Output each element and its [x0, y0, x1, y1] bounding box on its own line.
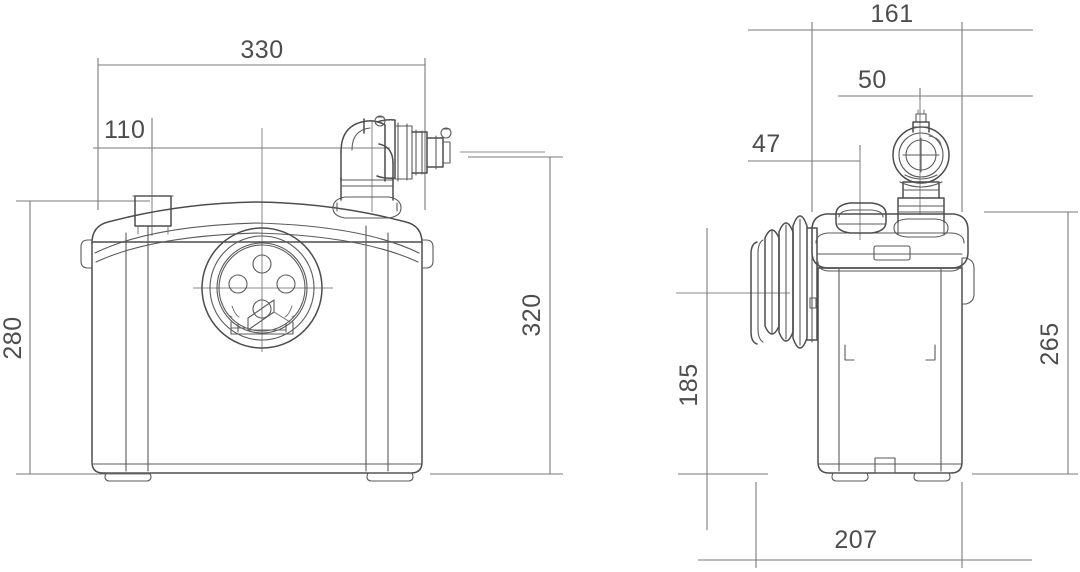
side-view-group: 161 50 47 185 265: [675, 0, 1078, 568]
dimension-207-label: 207: [834, 526, 877, 554]
dimension-161-label: 161: [870, 0, 913, 28]
dimension-320-label: 320: [518, 293, 546, 336]
dimension-330-label: 330: [240, 36, 283, 64]
front-housing: [80, 201, 434, 482]
dimension-110: 110: [93, 116, 390, 235]
vent-spigot-front: [132, 195, 174, 235]
dimension-185-label: 185: [675, 363, 703, 406]
dimension-47: 47: [748, 130, 861, 215]
dimension-185: 185: [675, 228, 768, 530]
side-housing: [811, 213, 975, 482]
dimension-280-label: 280: [0, 316, 27, 359]
dimension-161: 161: [748, 0, 1033, 212]
dimension-110-label: 110: [104, 116, 145, 144]
dimension-265-label: 265: [1036, 322, 1064, 365]
dimension-330: 330: [97, 36, 426, 210]
dimension-320: 320: [430, 156, 563, 475]
dimension-50: 50: [838, 66, 1033, 128]
dimension-280: 280: [0, 200, 150, 475]
front-view-group: 330 110 280 320: [0, 36, 563, 482]
dimension-265: 265: [972, 211, 1078, 475]
discharge-elbow-assembly: [332, 115, 545, 219]
discharge-outlet-side: [892, 109, 950, 238]
pump-face-assembly: [201, 227, 323, 349]
dimension-47-label: 47: [752, 130, 781, 158]
dimension-207: 207: [698, 482, 1032, 568]
vent-spigot-side: [835, 202, 887, 234]
dimension-50-label: 50: [858, 66, 887, 94]
side-view-centerlines: [676, 100, 921, 294]
bellows-inlet: [750, 215, 818, 349]
